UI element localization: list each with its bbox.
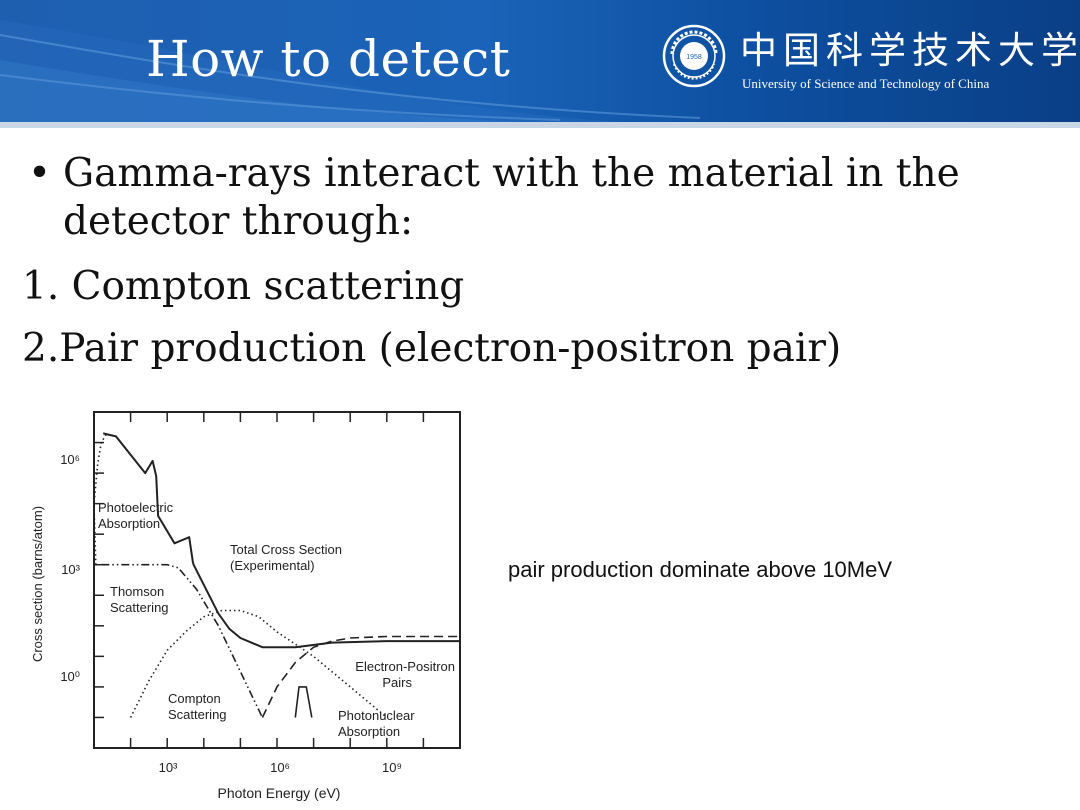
annotation-total-cross-section: Total Cross Section [230, 542, 342, 557]
annotation-experimental: (Experimental) [230, 558, 315, 573]
chart-curves [93, 432, 460, 719]
list-item-compton: 1. Compton scattering [22, 264, 465, 309]
bullet-dot-icon: • [28, 151, 52, 196]
annotation-electron-positron: Electron-Positron [355, 659, 455, 674]
header-banner: How to detect 1958 中国科学技术大学 University o… [0, 0, 1080, 122]
series-line-3 [261, 635, 460, 718]
y-tick-label: 10³ [61, 562, 80, 577]
series-line-5 [294, 686, 313, 718]
annotation-absorption: Absorption [98, 516, 160, 531]
header-divider [0, 122, 1080, 128]
university-name-chinese: 中国科学技术大学 [740, 29, 1080, 72]
y-axis-label: Cross section (barns/atom) [30, 506, 45, 662]
pair-production-note: pair production dominate above 10MeV [508, 557, 893, 582]
annotation-compton-scattering: Scattering [168, 707, 227, 722]
annotation-photonuclear: Photonuclear [338, 708, 415, 723]
annotation-pairs: Pairs [382, 675, 412, 690]
x-tick-label: 10⁶ [270, 760, 290, 775]
plot-frame [93, 411, 461, 749]
axis-ticks [94, 412, 425, 748]
header-swoosh-decoration [0, 20, 701, 122]
list-item-pair-production: 2.Pair production (electron-positron pai… [22, 326, 842, 371]
annotation-thomson: Thomson [110, 584, 164, 599]
university-seal-icon: 1958 [662, 24, 726, 88]
x-tick-label: 10³ [159, 760, 178, 775]
seal-year: 1958 [686, 54, 702, 61]
university-name-english: University of Science and Technology of … [742, 76, 990, 91]
slide-title: How to detect [146, 30, 511, 88]
y-tick-label: 10⁰ [60, 669, 80, 684]
x-tick-label: 10⁹ [382, 760, 402, 775]
x-axis-label: Photon Energy (eV) [218, 785, 341, 801]
annotation-photoelectric: Photoelectric [98, 500, 174, 515]
annotation-photonuclear-absorption: Absorption [338, 724, 400, 739]
annotation-compton: Compton [168, 691, 221, 706]
series-line-0 [102, 432, 460, 649]
series-line-1 [101, 563, 264, 718]
cross-section-chart: 10³ 10⁶ 10⁹ 10⁰ 10³ 10⁶ Photon Energy (e… [30, 411, 461, 801]
y-tick-label: 10⁶ [60, 452, 80, 467]
annotation-scattering: Scattering [110, 600, 169, 615]
bullet-text: Gamma-rays interact with the material in… [63, 151, 960, 244]
university-logo: 1958 中国科学技术大学 University of Science and … [662, 24, 1078, 104]
series-line-4 [93, 432, 108, 565]
